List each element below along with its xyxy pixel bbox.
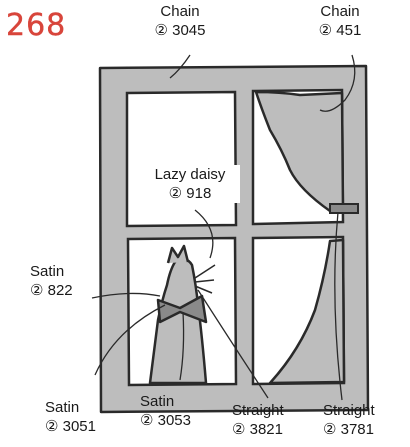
label-top-left: Chain ② 3045 [140,2,220,40]
label-bottom-2: Satin ② 3053 [140,392,220,430]
thread-code: ② 822 [30,281,100,300]
stitch-name: Satin [45,398,125,417]
stitch-name: Lazy daisy [140,165,240,184]
stitch-name: Satin [30,262,100,281]
stitch-name: Chain [140,2,220,21]
stitch-name: Straight [232,401,312,420]
stitch-name: Straight [323,401,403,420]
curtain-tie [330,204,358,213]
thread-code: ② 3051 [45,417,125,436]
label-mid-left: Satin ② 822 [30,262,100,300]
thread-code: ② 3821 [232,420,312,439]
label-bottom-3: Straight ② 3821 [232,401,312,439]
label-bottom-4: Straight ② 3781 [323,401,403,439]
stitch-name: Chain [300,2,380,21]
pane-top-left [127,92,236,226]
thread-code: ② 3781 [323,420,403,439]
thread-code: ② 3053 [140,411,220,430]
thread-code: ② 451 [300,21,380,40]
label-center: Lazy daisy ② 918 [140,165,240,203]
thread-code: ② 3045 [140,21,220,40]
label-top-right: Chain ② 451 [300,2,380,40]
stitch-name: Satin [140,392,220,411]
label-bottom-1: Satin ② 3051 [45,398,125,436]
thread-code: ② 918 [140,184,240,203]
